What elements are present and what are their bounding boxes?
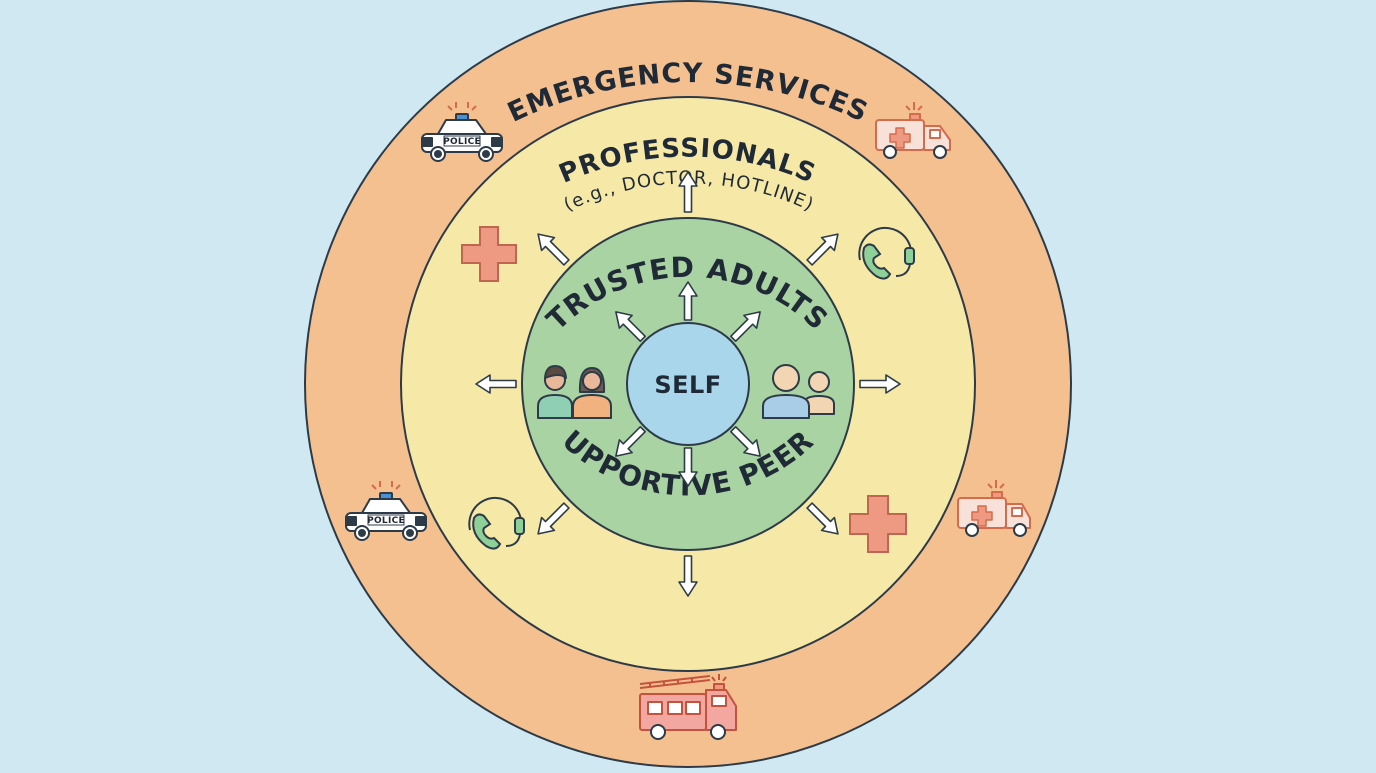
- ambulance-icon: [957, 480, 1031, 537]
- peers-icon: [762, 364, 835, 419]
- arrow-icon: [475, 374, 517, 394]
- arrow-icon: [806, 233, 839, 266]
- arrow-icon: [678, 555, 698, 597]
- arrow-icon: [678, 447, 698, 487]
- arrows-group: [475, 171, 901, 597]
- self-circle: [626, 322, 750, 446]
- ambulance-icon: [875, 102, 951, 159]
- arrow-icon: [615, 311, 647, 343]
- arrow-icon: [615, 425, 647, 457]
- headset-phone-icon: [468, 496, 525, 550]
- self-label: SELF: [654, 371, 721, 399]
- arrow-icon: [729, 425, 761, 457]
- arrow-icon: [806, 502, 839, 535]
- medical-cross-icon: [461, 226, 517, 282]
- police-badge: POLICE: [367, 516, 405, 526]
- police-badge: POLICE: [443, 137, 481, 147]
- arrow-icon: [678, 171, 698, 213]
- arrow-icon: [537, 502, 570, 535]
- arrow-icon: [678, 281, 698, 321]
- police-car-icon: POLICE: [345, 481, 427, 541]
- medical-cross-icon: [849, 495, 907, 553]
- arrow-icon: [859, 374, 901, 394]
- fire-truck-icon: [639, 674, 737, 740]
- arrow-icon: [729, 311, 761, 343]
- police-car-icon: POLICE: [421, 102, 503, 162]
- headset-phone-icon: [858, 226, 915, 280]
- adults-icon: [537, 365, 612, 419]
- arrow-icon: [537, 233, 570, 266]
